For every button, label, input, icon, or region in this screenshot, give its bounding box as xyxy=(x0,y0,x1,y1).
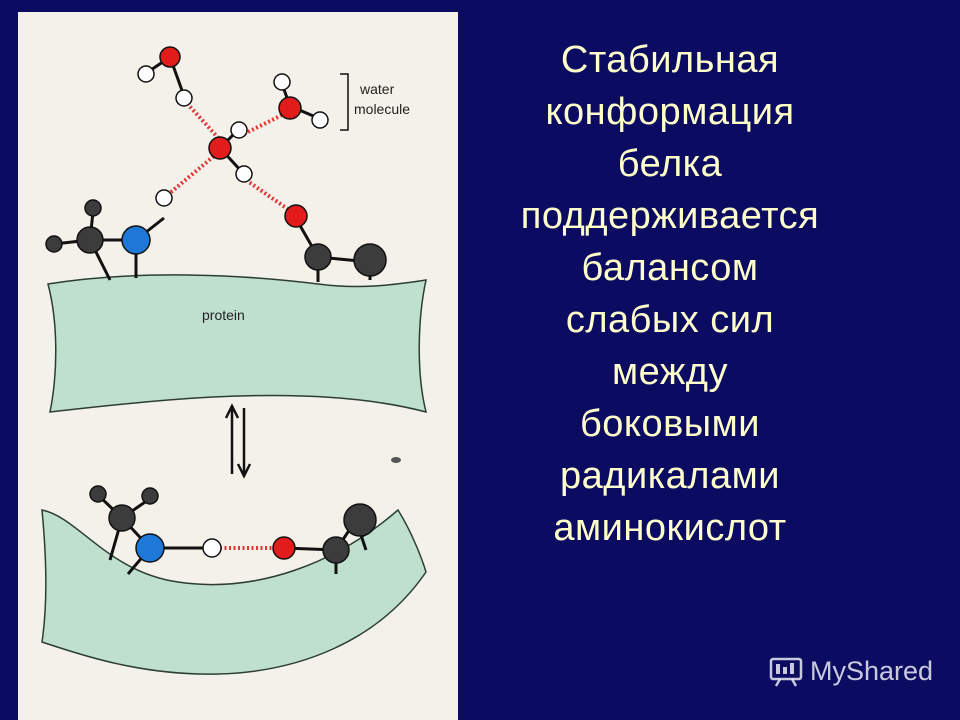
figure-panel: protein xyxy=(18,12,458,720)
oxygen-atom xyxy=(272,536,296,560)
caption-line: конформация xyxy=(545,91,795,133)
carbon-atom xyxy=(84,199,102,217)
caption-line: балансом xyxy=(581,247,759,289)
water-label-line2: molecule xyxy=(354,101,410,117)
nitrogen-atom xyxy=(121,225,151,255)
carbon-atom xyxy=(141,487,159,505)
oxygen-atom xyxy=(159,46,181,68)
carbon-atom xyxy=(76,226,104,254)
caption-line: поддерживается xyxy=(520,195,820,237)
hydrogen-atom xyxy=(155,189,173,207)
hydrogen-atom xyxy=(137,65,155,83)
hydrogen-atom xyxy=(230,121,248,139)
hydrogen-atom xyxy=(311,111,329,129)
water-molecule-bracket xyxy=(340,73,349,131)
myshared-watermark: MyShared xyxy=(768,655,933,687)
caption-text: Стабильная конформация белка поддерживае… xyxy=(490,34,850,554)
protein-water-diagram: protein xyxy=(41,46,428,675)
hydrogen-bonds-top xyxy=(162,98,294,214)
oxygen-atom xyxy=(208,136,232,160)
hydrogen-atom xyxy=(202,538,222,558)
protein-slab-top xyxy=(47,274,428,414)
carbon-atom xyxy=(108,504,136,532)
caption-line: белка xyxy=(617,143,723,185)
hydrogen-atom xyxy=(273,73,291,91)
protein-slab-bottom xyxy=(41,508,427,675)
carbon-atom xyxy=(304,243,332,271)
caption-line: аминокислот xyxy=(553,507,787,549)
water-label-line1: water xyxy=(359,81,395,97)
caption-line: Стабильная xyxy=(560,39,780,81)
carbon-atom xyxy=(322,536,350,564)
protein-label: protein xyxy=(202,307,245,323)
caption-line: между xyxy=(612,351,728,393)
watermark-text: MyShared xyxy=(810,655,934,686)
carbon-atom xyxy=(353,243,387,277)
hydrogen-atom xyxy=(175,89,193,107)
atoms-bottom xyxy=(89,485,377,564)
atoms-top xyxy=(45,46,387,277)
oxygen-atom xyxy=(284,204,308,228)
hydrogen-atom xyxy=(235,165,253,183)
carbon-atom xyxy=(343,503,377,537)
caption-line: слабых сил xyxy=(565,299,775,341)
oxygen-atom xyxy=(278,96,302,120)
caption-line: боковыми xyxy=(580,403,760,445)
equilibrium-arrows xyxy=(224,403,252,479)
presentation-board-icon xyxy=(769,657,803,687)
carbon-atom xyxy=(89,485,107,503)
carbon-atom xyxy=(45,235,63,253)
nitrogen-atom xyxy=(135,533,165,563)
speck xyxy=(391,457,401,463)
caption-line: радикалами xyxy=(560,455,780,497)
